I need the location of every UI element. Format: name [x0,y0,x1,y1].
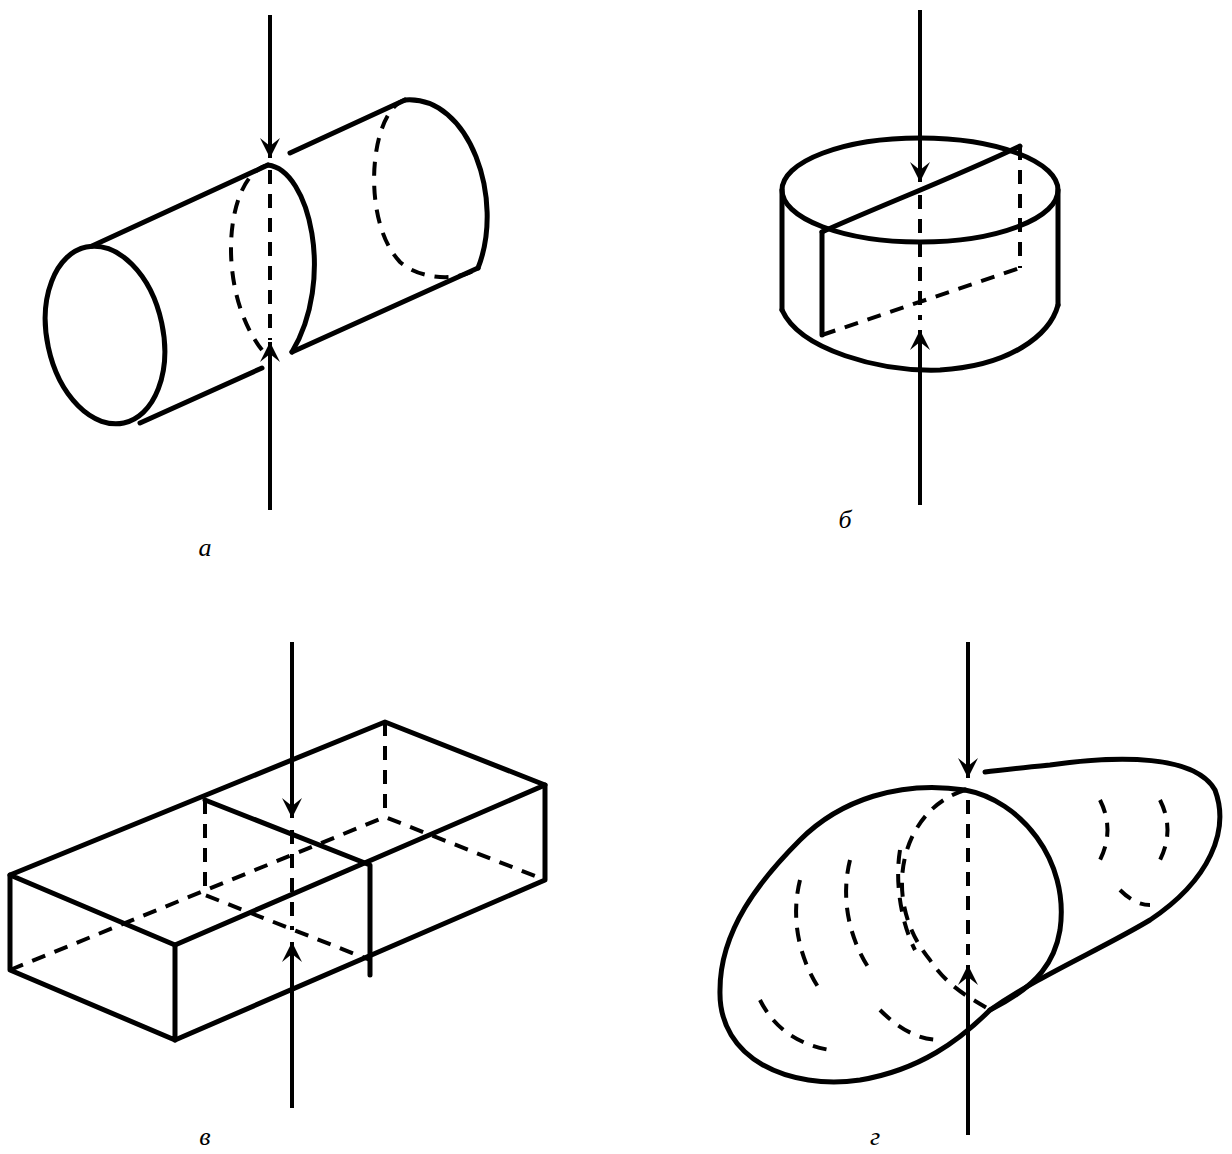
figure-letter: г [870,1124,880,1150]
tuber-specimen [720,642,1220,1135]
disk-specimen [782,10,1058,505]
figure-letter: в [199,1124,210,1150]
bar-specimen [10,642,545,1108]
figure-letter: а [199,535,212,561]
cylinder-specimen [30,15,488,510]
figure-letter: б [838,507,851,533]
